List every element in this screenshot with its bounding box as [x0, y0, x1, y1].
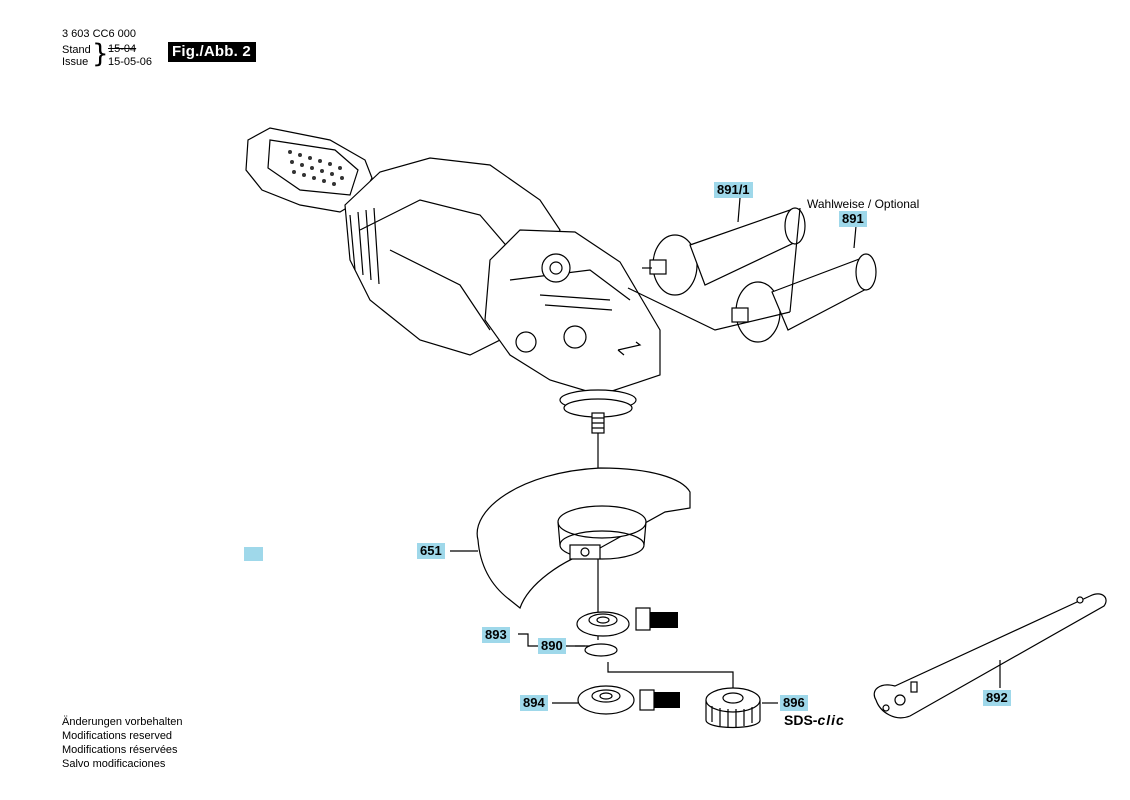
sds-clic-logo: SDS-clic — [784, 712, 845, 728]
mounting-flange-893-illustration — [576, 607, 678, 637]
o-ring-890-illustration — [584, 643, 618, 657]
side-handle-891-illustration — [731, 225, 877, 343]
sds-suffix: clic — [817, 712, 845, 728]
note-es: Salvo modificaciones — [62, 758, 166, 770]
quick-clamping-nut-896-illustration — [705, 687, 761, 729]
part-label-893: 893 — [482, 627, 510, 643]
date-brace: } — [92, 39, 109, 69]
part-label-890: 890 — [538, 638, 566, 654]
part-label-892: 892 — [983, 690, 1011, 706]
part-label-894: 894 — [520, 695, 548, 711]
angle-grinder-illustration — [245, 127, 661, 434]
stand-date: 15-04 — [108, 43, 137, 55]
side-handle-891-1-illustration — [642, 197, 806, 296]
sds-prefix: SDS- — [784, 712, 818, 728]
wheel-guard-651-illustration — [476, 467, 691, 609]
figure-label: Fig./Abb. 2 — [168, 42, 256, 62]
part-label-651: 651 — [417, 543, 445, 559]
part-label-896: 896 — [780, 695, 808, 711]
optional-note: Wahlweise / Optional — [807, 197, 920, 211]
part-label-891-1: 891/1 — [714, 182, 753, 198]
stand-label: Stand — [62, 44, 91, 56]
note-fr: Modifications réservées — [62, 744, 178, 756]
optional-bracket-line — [627, 207, 801, 331]
note-en: Modifications reserved — [62, 730, 173, 742]
issue-label: Issue — [62, 56, 89, 68]
document-number: 3 603 CC6 000 — [62, 28, 136, 40]
highlight-swatch — [244, 547, 263, 561]
issue-date: 15-05-06 — [108, 56, 153, 68]
clamping-nut-894-illustration — [577, 685, 680, 715]
note-de: Änderungen vorbehalten — [62, 716, 183, 728]
two-pin-spanner-892-illustration — [873, 593, 1107, 719]
leader-894-896-link — [607, 662, 734, 688]
modification-notes: Änderungen vorbehalten Modifications res… — [62, 715, 182, 771]
part-label-891: 891 — [839, 211, 867, 227]
